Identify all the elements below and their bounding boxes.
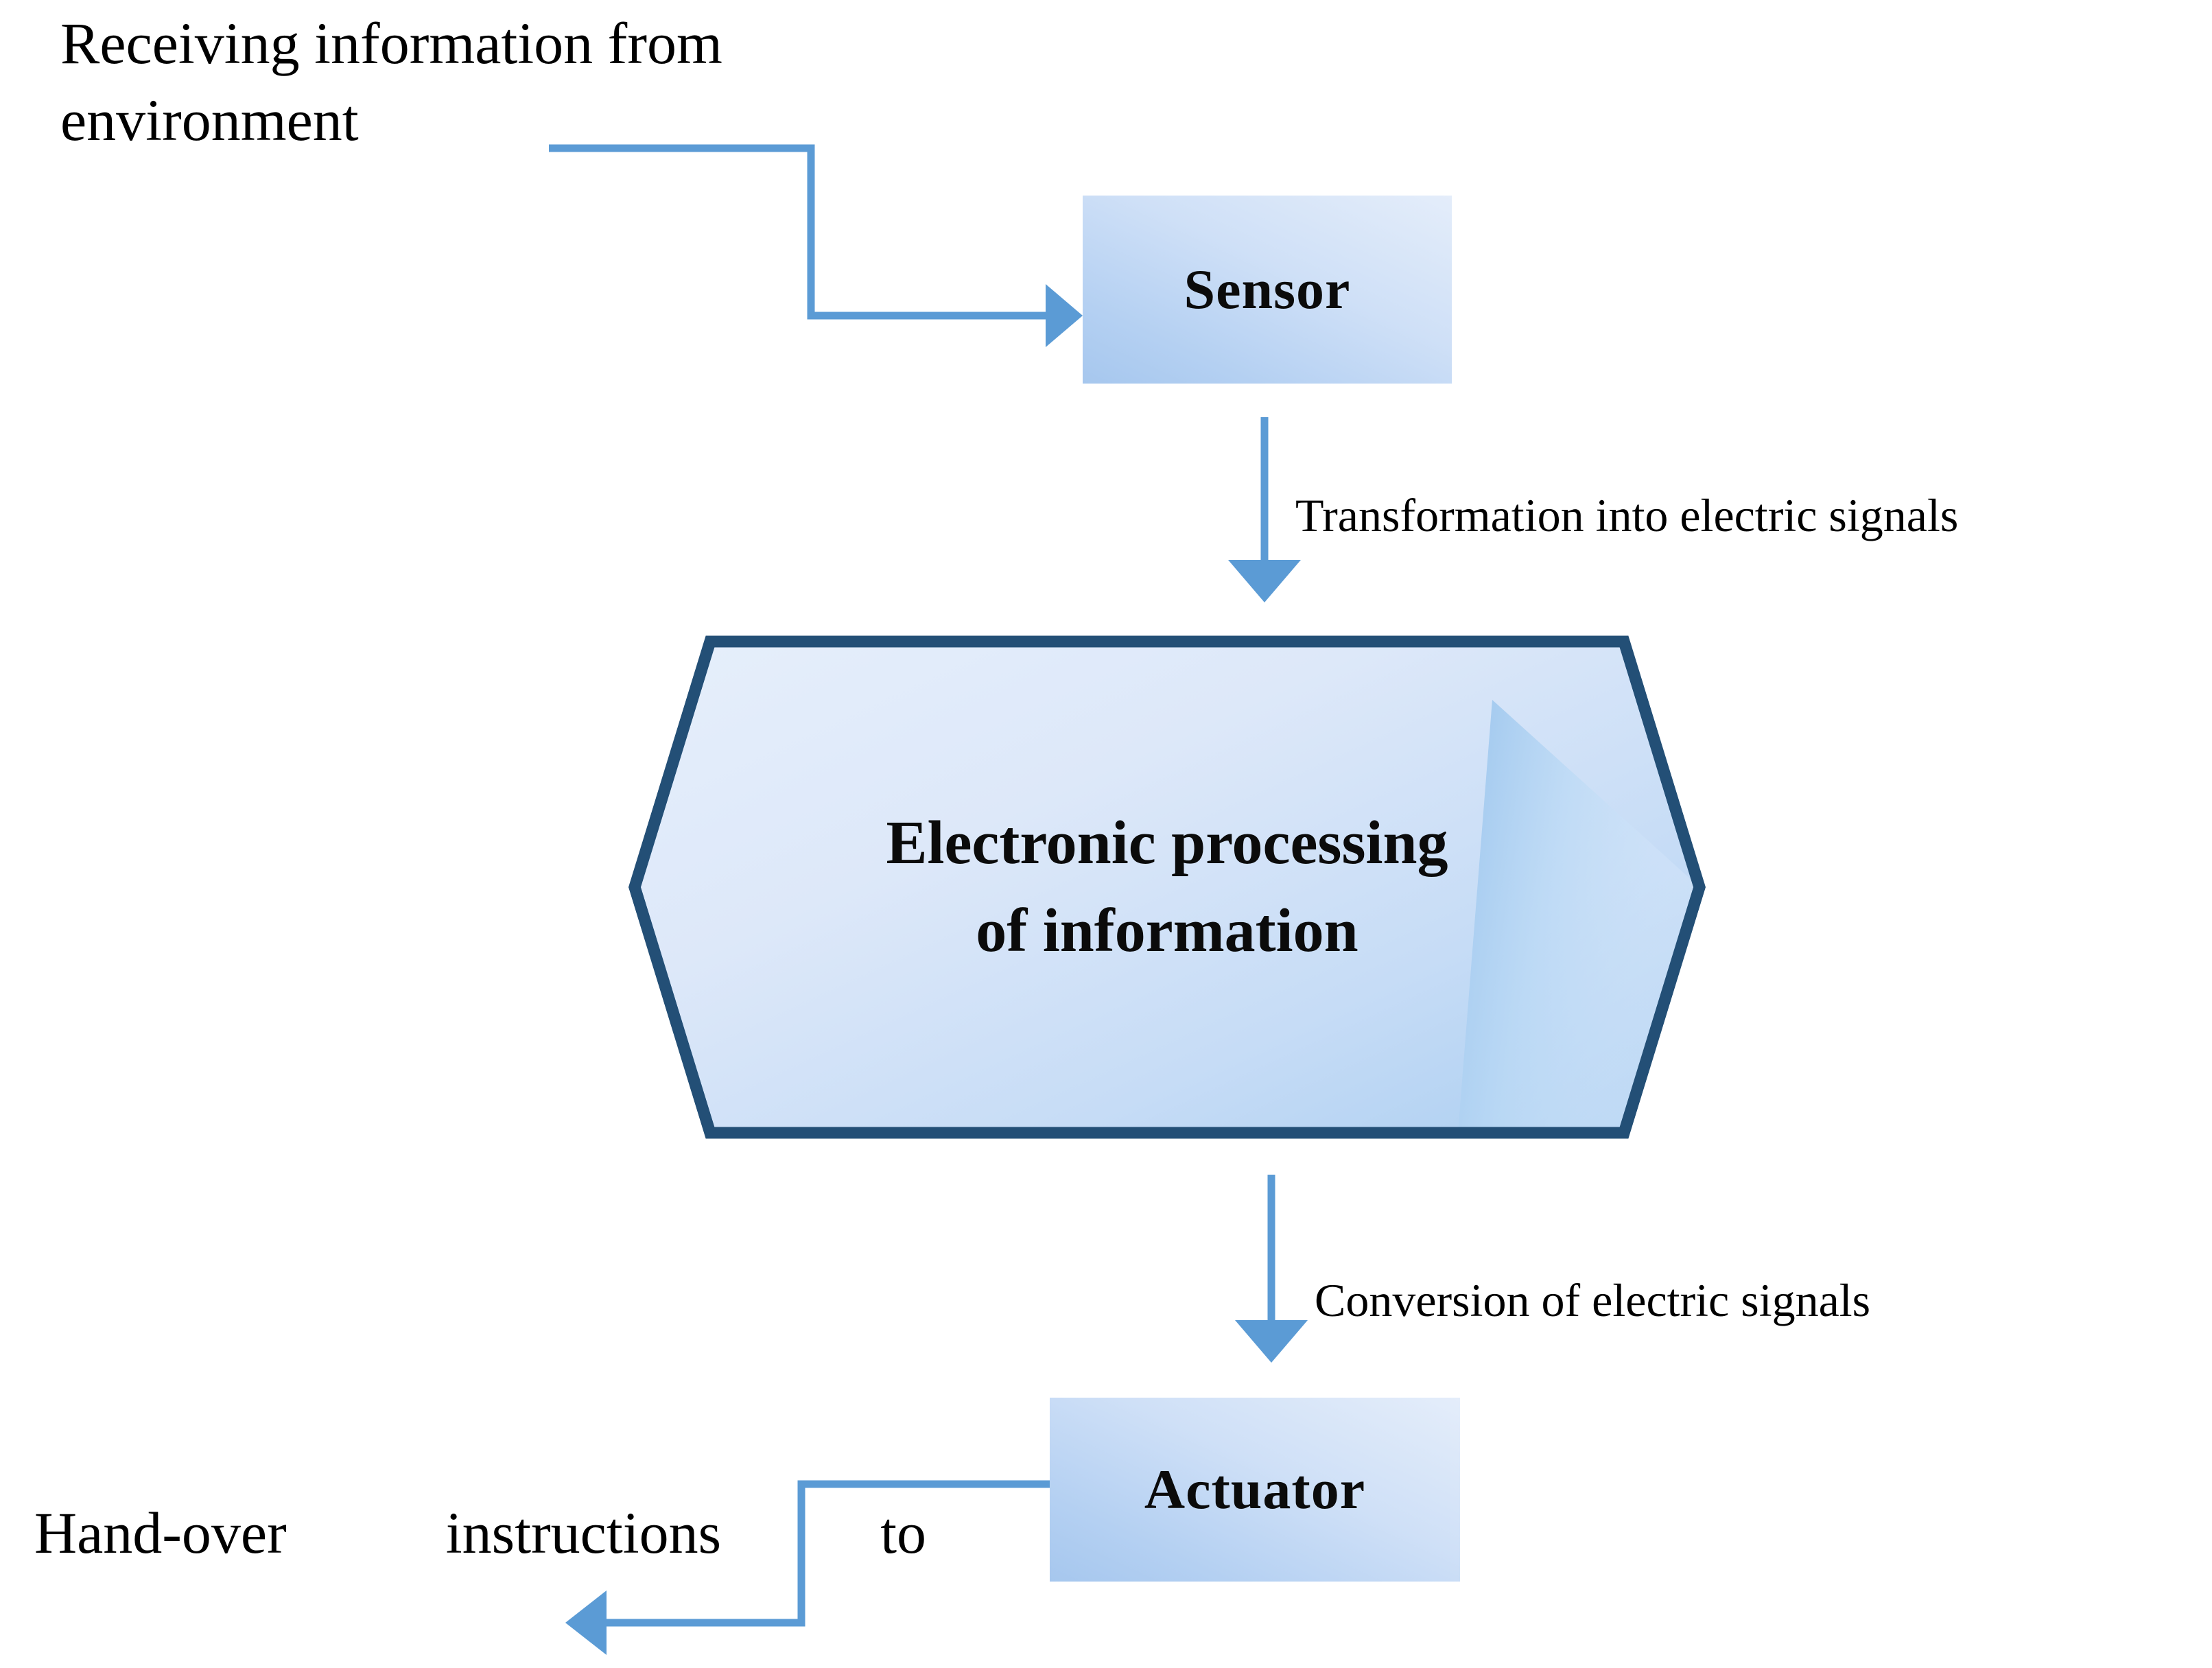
- label-handover-instructions: Hand-over instructions to environment: [34, 1341, 988, 1668]
- node-actuator[interactable]: Actuator: [1050, 1398, 1460, 1582]
- label-transformation-into-electric-signals: Transformation into electric signals: [1295, 489, 1959, 541]
- label-handover-line1: Hand-over instructions to: [34, 1499, 926, 1566]
- node-sensor-label: Sensor: [1184, 258, 1351, 320]
- connector-environment-to-sensor-path: [549, 144, 1046, 320]
- connector-sensor-to-processing: [1228, 417, 1301, 602]
- node-actuator-label: Actuator: [1144, 1458, 1366, 1520]
- hexagon-shape: [628, 635, 1706, 1139]
- arrowhead-down-to-actuator: [1235, 1320, 1308, 1363]
- label-receiving-information: Receiving information from environment: [60, 10, 738, 153]
- hexagon-outline: [628, 635, 1706, 1139]
- label-conversion-of-electric-signals: Conversion of electric signals: [1315, 1274, 1871, 1326]
- arrowhead-down-to-processing: [1228, 560, 1301, 602]
- hexagon-fold-shadow: [1458, 700, 1699, 1133]
- connector-processing-to-actuator: [1235, 1175, 1308, 1363]
- arrowhead-right-to-sensor: [1046, 284, 1083, 347]
- connector-environment-to-sensor: [549, 144, 1083, 347]
- node-electronic-processing[interactable]: Electronic processing of information: [628, 635, 1706, 1140]
- node-sensor[interactable]: Sensor: [1083, 196, 1452, 384]
